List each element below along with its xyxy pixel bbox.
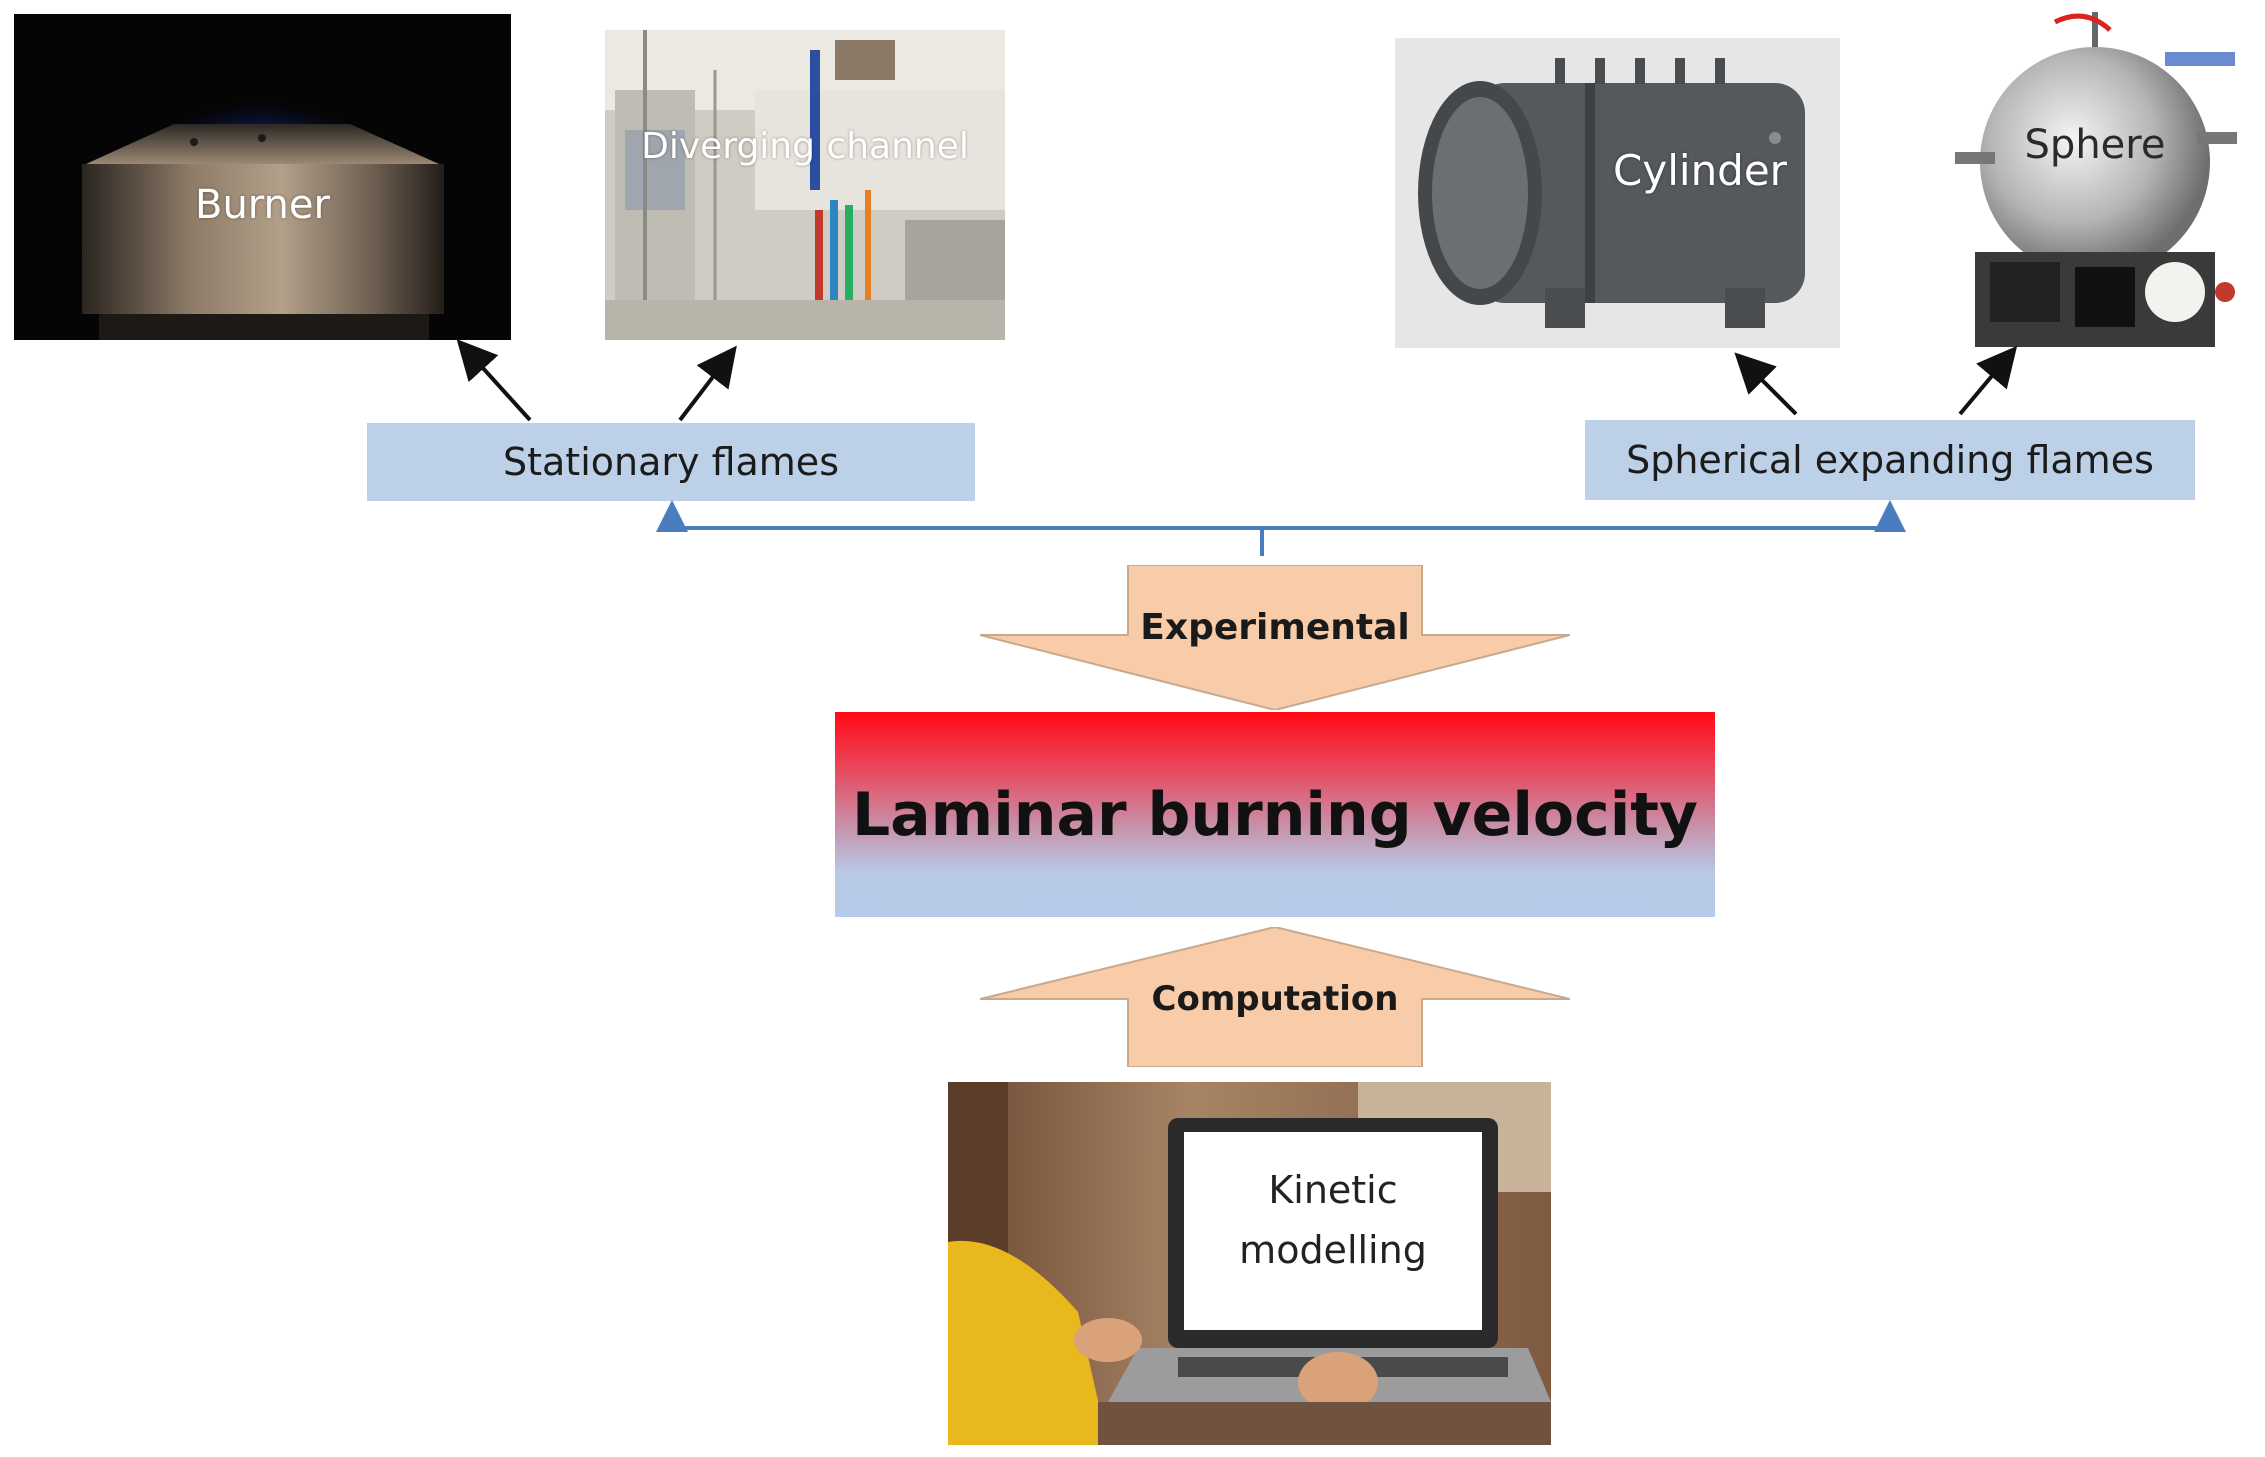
- arrow-to-burner: [456, 339, 532, 422]
- arrow-to-sphere: [1958, 345, 2018, 416]
- computation-label: Computation: [1151, 979, 1399, 1019]
- computation-arrow: Computation: [980, 927, 1570, 1067]
- kinetic-label: Kinetic: [1268, 1168, 1398, 1212]
- experimental-label: Experimental: [1140, 607, 1410, 648]
- burner-photo: Burner: [14, 14, 511, 340]
- spherical-expanding-flames-box: Spherical expanding flames: [1585, 420, 2195, 500]
- laminar-burning-velocity-box: Laminar burning velocity: [835, 712, 1715, 917]
- cylinder-label: Cylinder: [1613, 146, 1787, 195]
- arrow-to-diverging-channel: [678, 345, 737, 422]
- sphere-photo: Sphere: [1935, 12, 2255, 347]
- diverging-channel-photo: Diverging channel: [605, 30, 1005, 340]
- kinetic-modelling-screen: Kinetic modelling: [1184, 1160, 1482, 1280]
- arrow-to-cylinder: [1734, 352, 1798, 416]
- sphere-label: Sphere: [2024, 122, 2166, 168]
- kinetic-modelling-photo: Kinetic modelling: [948, 1082, 1551, 1445]
- laminar-burning-velocity-title: Laminar burning velocity: [851, 779, 1699, 850]
- diverging-channel-label: Diverging channel: [641, 126, 969, 167]
- experimental-arrow: Experimental: [980, 565, 1570, 710]
- modelling-label: modelling: [1239, 1228, 1427, 1272]
- cylinder-photo: Cylinder: [1395, 38, 1840, 348]
- burner-label: Burner: [195, 182, 330, 228]
- stationary-flames-box: Stationary flames: [367, 423, 975, 501]
